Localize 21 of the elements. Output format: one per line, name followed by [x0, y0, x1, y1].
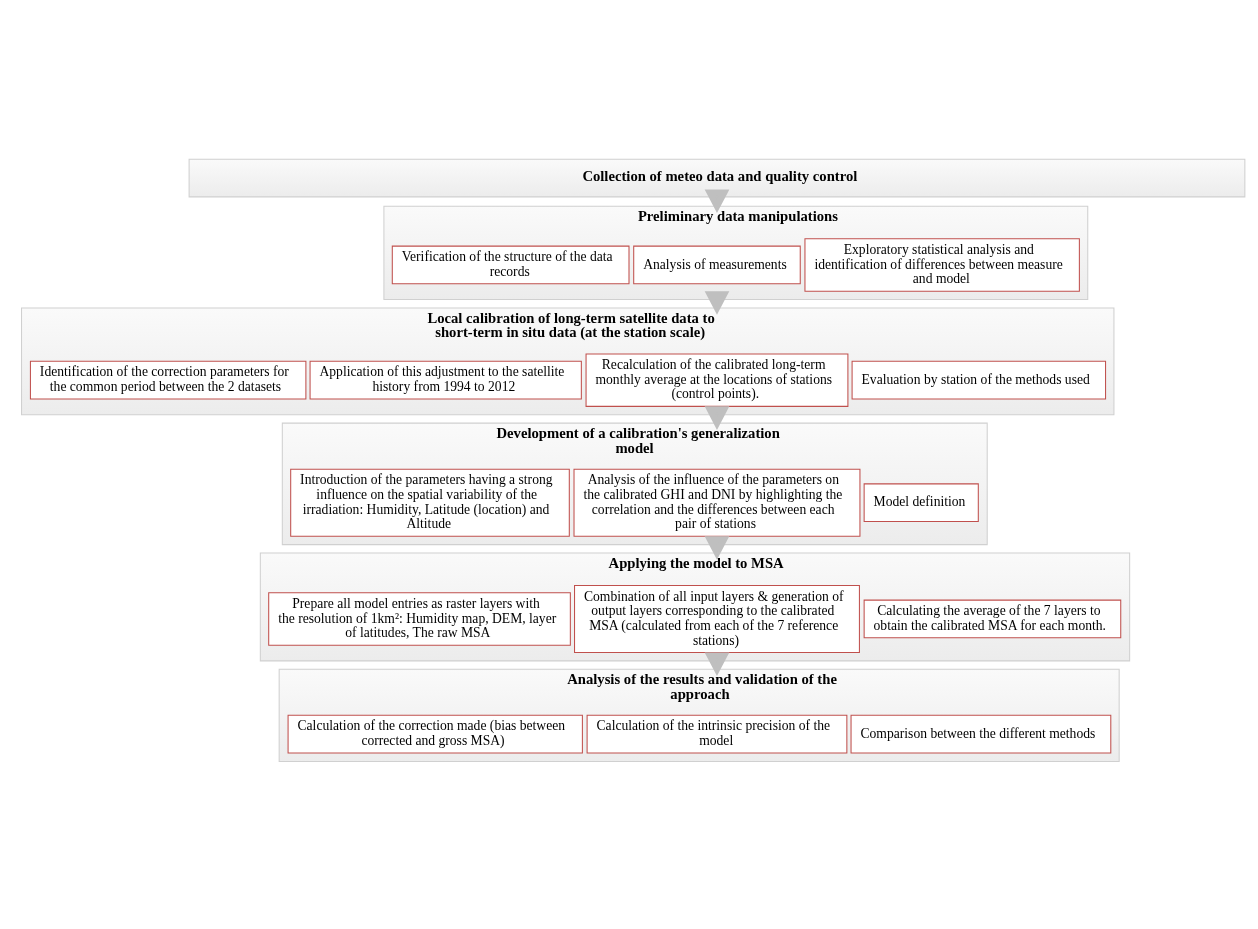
- node-box: Calculating the average of the 7 layers to obtain the calibrated MSA for each month.: [863, 599, 1122, 639]
- arrow: [704, 536, 730, 560]
- node-box: Introduction of the parameters having a strong influence on the spatial variability of the irradiation: Humidity, Latitude (location) and Altitude: [290, 468, 570, 537]
- node-box: Verification of the structure of the data records: [391, 245, 630, 285]
- node-box: Evaluation by station of the methods used: [851, 360, 1107, 400]
- node-box: Combination of all input layers & generation of output layers corresponding to the calibrated MSA (calculated from each of the 7 reference stations): [574, 584, 860, 654]
- arrow: [704, 291, 730, 315]
- arrow: [704, 652, 730, 676]
- node-box: Recalculation of the calibrated long-term monthly average at the locations of stations (control points).: [585, 353, 849, 407]
- arrow: [704, 189, 730, 214]
- node-box: Comparison between the different methods: [850, 714, 1112, 754]
- node-box: Exploratory statistical analysis and identification of differences between measure and model: [804, 238, 1080, 292]
- node-box: Prepare all model entries as raster layers with the resolution of 1km²: Humidity map, DEM, layer of latitudes, The raw MSA: [268, 592, 571, 646]
- node-box: Model definition: [863, 483, 979, 523]
- node-box: Application of this adjustment to the satellite history from 1994 to 2012: [309, 360, 582, 400]
- node-box: Analysis of the influence of the parameters on the calibrated GHI and DNI by highlighting the correlation and the differences between each pair of stations: [573, 468, 861, 537]
- arrow: [704, 406, 730, 430]
- node-box: Identification of the correction parameters for the common period between the 2 datasets: [29, 360, 307, 400]
- node-box: Analysis of measurements: [633, 245, 801, 285]
- node-box: Calculation of the intrinsic precision of the model: [586, 714, 848, 754]
- node-box: Calculation of the correction made (bias between corrected and gross MSA): [287, 714, 583, 754]
